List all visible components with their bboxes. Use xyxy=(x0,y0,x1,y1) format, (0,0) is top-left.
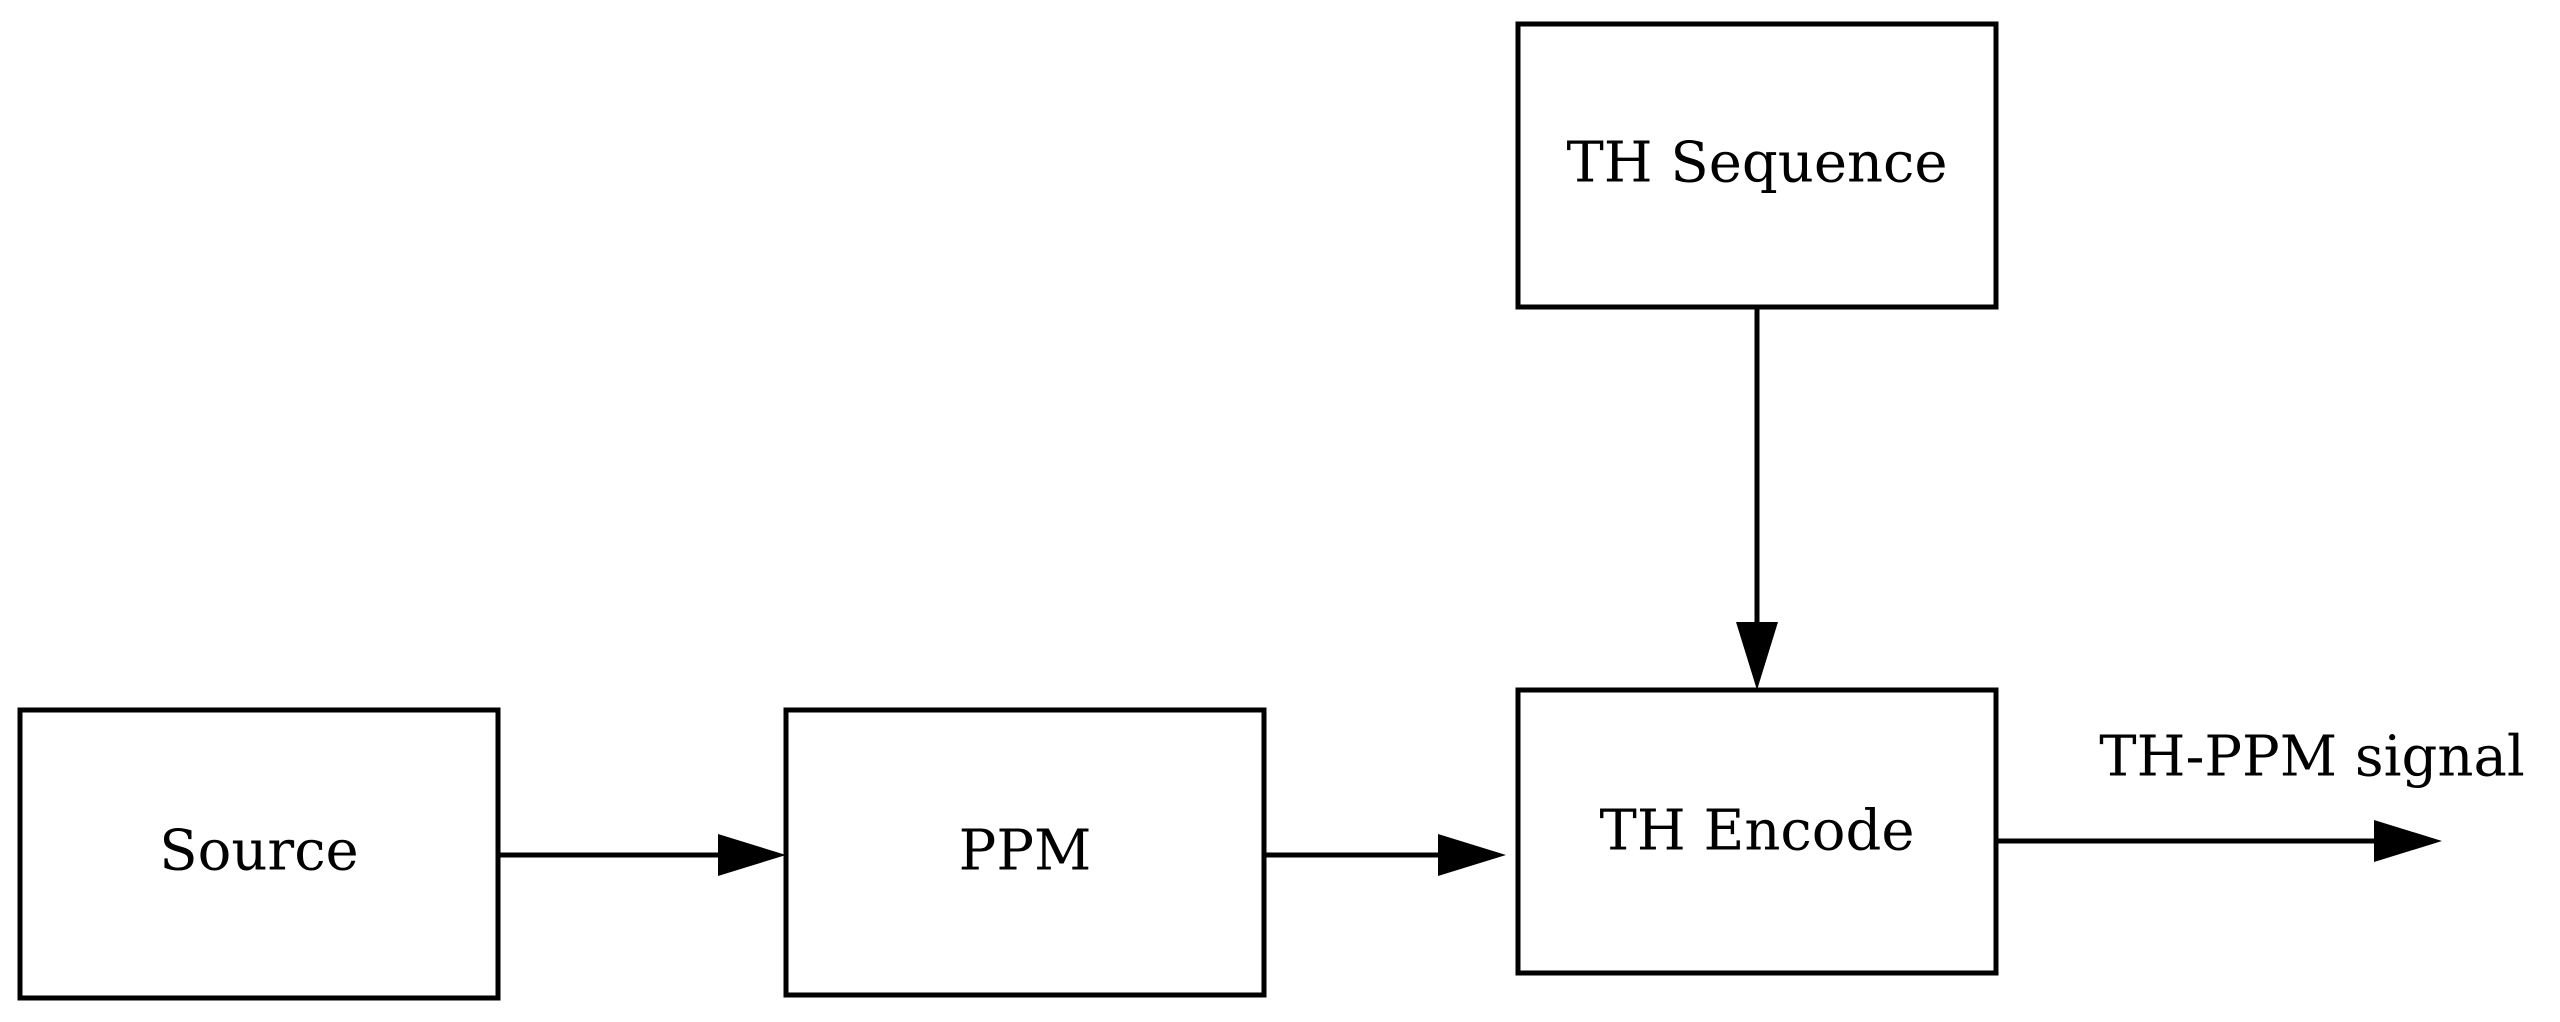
th-sequence-box xyxy=(1515,21,1999,310)
arrow-source-to-ppm xyxy=(498,834,786,876)
th-sequence-block: TH Sequence xyxy=(1515,21,1999,310)
th-encode-block: TH Encode xyxy=(1515,687,1999,976)
th-sequence-label: TH Sequence xyxy=(1566,131,1947,196)
source-label: Source xyxy=(159,819,358,884)
source-block: Source xyxy=(17,707,501,1001)
th-encode-box xyxy=(1515,687,1999,976)
ppm-block: PPM xyxy=(783,707,1267,998)
arrow-th-encode-to-output xyxy=(1996,820,2442,862)
th-encode-label: TH Encode xyxy=(1600,799,1915,864)
arrowhead xyxy=(1438,834,1506,876)
arrowhead xyxy=(1736,622,1778,690)
ppm-box xyxy=(783,707,1267,998)
arrow-th-sequence-to-th-encode xyxy=(1736,307,1778,690)
arrowhead xyxy=(2374,820,2442,862)
arrow-ppm-to-th-encode xyxy=(1264,834,1506,876)
output-signal-label: TH-PPM signal xyxy=(2099,725,2524,790)
source-box xyxy=(17,707,501,1001)
arrowhead xyxy=(718,834,786,876)
ppm-label: PPM xyxy=(959,819,1092,884)
